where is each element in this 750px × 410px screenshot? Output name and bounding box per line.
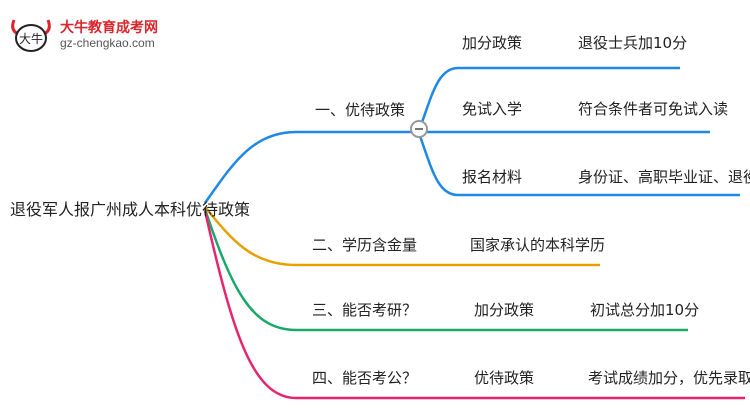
connector-root-branch1: [203, 130, 418, 204]
branch-4-label: 四、能否考公？: [312, 369, 418, 387]
branch-4-policy: 优待政策: [474, 369, 535, 387]
branch-2-label: 二、学历含金量: [312, 236, 418, 254]
branch-1-label: 一、优待政策: [315, 101, 406, 119]
branch-1-child-3-label: 报名材料: [462, 168, 523, 186]
branch-1-child-1-label: 加分政策: [462, 34, 523, 52]
connector-root-branch3: [203, 208, 688, 332]
mindmap-root-node: 退役军人报广州成人本科优待政策: [10, 200, 251, 219]
site-logo[interactable]: 大牛 大牛教育成考网 gz-chengkao.com: [8, 14, 168, 54]
branch-1-child-1-value: 退役士兵加10分: [578, 34, 688, 52]
branch-4-value: 考试成绩加分，优先录取: [588, 369, 750, 387]
branch-2-value: 国家承认的本科学历: [470, 236, 606, 254]
branch-1-child-2-value: 符合条件者可免试入读: [578, 100, 729, 118]
svg-text:大牛: 大牛: [19, 31, 43, 46]
connector-branch1-child3: [418, 135, 740, 197]
branch-3-policy: 加分政策: [474, 301, 535, 319]
collapse-toggle-button[interactable]: [410, 120, 428, 138]
site-name: 大牛教育成考网: [60, 20, 158, 36]
bull-logo-icon: 大牛: [11, 19, 51, 52]
branch-3-value: 初试总分加10分: [590, 301, 700, 319]
connector-root-branch2: [204, 206, 600, 267]
branch-1-child-3-value: 身份证、高职毕业证、退役证: [578, 168, 750, 186]
branch-1-child-2-label: 免试入学: [462, 100, 523, 118]
connector-branch1-child1: [418, 66, 680, 129]
site-url: gz-chengkao.com: [60, 36, 155, 50]
branch-3-label: 三、能否考研？: [312, 301, 418, 319]
connector-root-branch4: [203, 210, 745, 400]
